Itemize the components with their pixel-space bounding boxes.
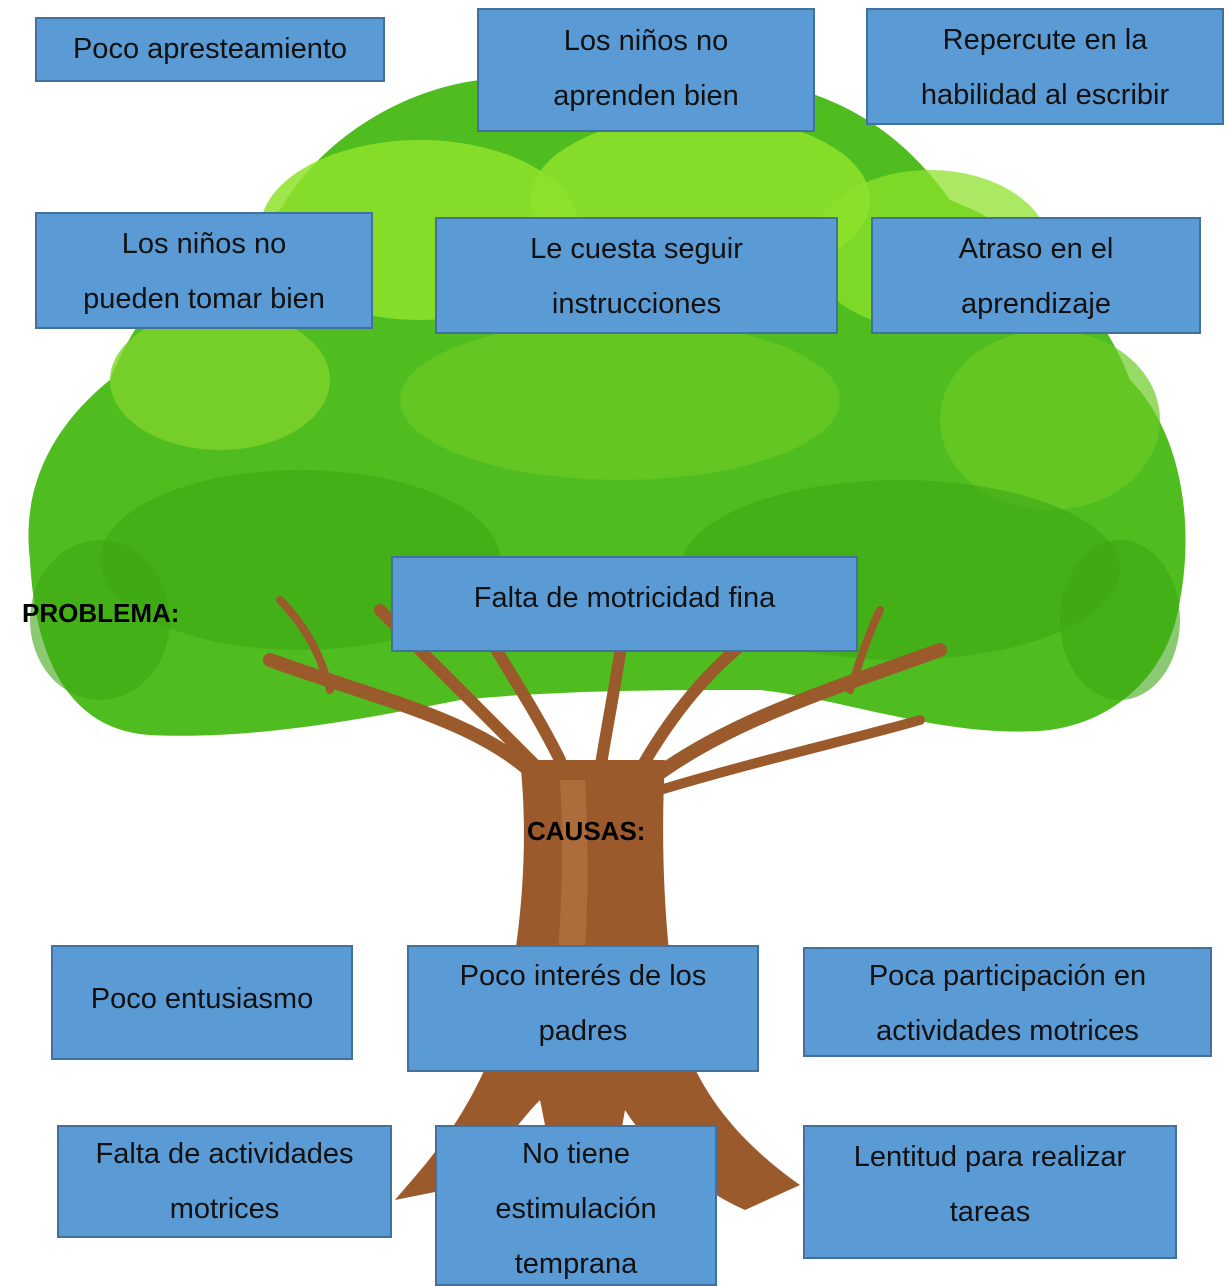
causes-label: CAUSAS: bbox=[527, 816, 646, 846]
effect-box-4: Los niños no pueden tomar bien bbox=[35, 212, 373, 329]
problem-box: Falta de motricidad fina bbox=[391, 556, 858, 652]
effect-box-2: Los niños no aprenden bien bbox=[477, 8, 815, 132]
cause-box-6: Lentitud para realizar tareas bbox=[803, 1125, 1177, 1259]
cause-box-3: Poca participación en actividades motric… bbox=[803, 947, 1212, 1057]
effect-box-5: Le cuesta seguir instrucciones bbox=[435, 217, 838, 334]
cause-box-4: Falta de actividades motrices bbox=[57, 1125, 392, 1238]
cause-box-2: Poco interés de los padres bbox=[407, 945, 759, 1072]
effect-box-6: Atraso en el aprendizaje bbox=[871, 217, 1201, 334]
effect-box-1: Poco apresteamiento bbox=[35, 17, 385, 82]
cause-box-5: No tiene estimulación temprana bbox=[435, 1125, 717, 1286]
problem-label: PROBLEMA: bbox=[22, 598, 180, 628]
cause-box-1: Poco entusiasmo bbox=[51, 945, 353, 1060]
effect-box-3: Repercute en la habilidad al escribir bbox=[866, 8, 1224, 125]
